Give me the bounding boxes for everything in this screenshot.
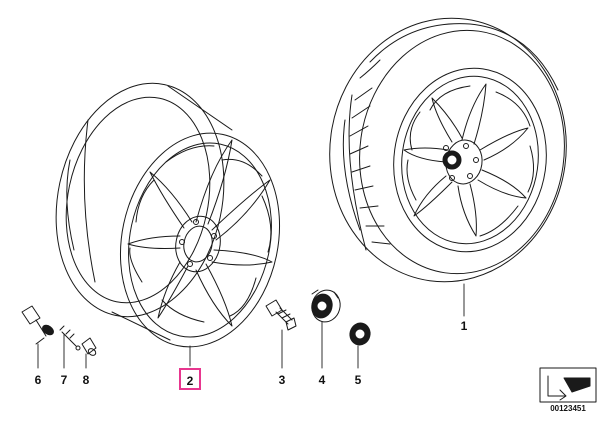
callout-1[interactable]: 1 [460, 319, 468, 333]
emblem-illustration [349, 322, 371, 346]
leader-lines [37, 283, 465, 369]
valve-cap-illustration [81, 337, 97, 356]
callout-7[interactable]: 7 [60, 373, 68, 387]
complete-wheel-illustration [329, 17, 567, 283]
callout-8[interactable]: 8 [82, 373, 90, 387]
alloy-rim-illustration [55, 82, 281, 348]
callout-5[interactable]: 5 [354, 373, 362, 387]
valve-insert-illustration [59, 325, 81, 351]
diagram-reference-number: 00123451 [550, 404, 586, 413]
tire-valve-illustration [21, 305, 54, 345]
callout-3[interactable]: 3 [278, 373, 286, 387]
hub-cap-illustration [311, 289, 341, 323]
wheel-bolt-illustration [265, 299, 297, 331]
callout-4[interactable]: 4 [318, 373, 326, 387]
direction-arrow-box [539, 367, 597, 403]
callout-6[interactable]: 6 [34, 373, 42, 387]
callout-2[interactable]: 2 [179, 368, 201, 390]
